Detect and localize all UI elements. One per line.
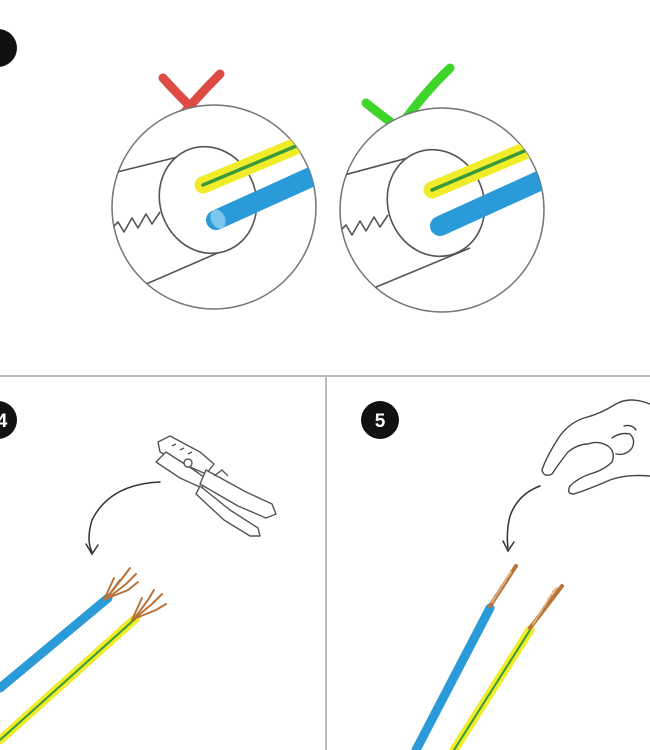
- right-cable-closeup: [339, 107, 545, 313]
- step-4-arrow: [85, 481, 161, 556]
- wrong-cable-closeup: [111, 104, 317, 310]
- step-3-badge: 3: [0, 29, 17, 67]
- step-5-arrow: [502, 485, 541, 553]
- hand-twisting-icon: [541, 399, 650, 495]
- step-4-stripped-wires: [0, 567, 167, 745]
- step-4-number: 4: [0, 411, 8, 432]
- wire-stripper-tool-icon: [155, 435, 277, 537]
- serrated-cut: [112, 211, 161, 233]
- step-4-badge: 4: [0, 401, 17, 439]
- step-5-badge: 5: [361, 401, 399, 439]
- step-5-twisted-wires: [411, 564, 564, 750]
- step-5-number: 5: [375, 411, 386, 432]
- serrated-cut: [340, 214, 389, 236]
